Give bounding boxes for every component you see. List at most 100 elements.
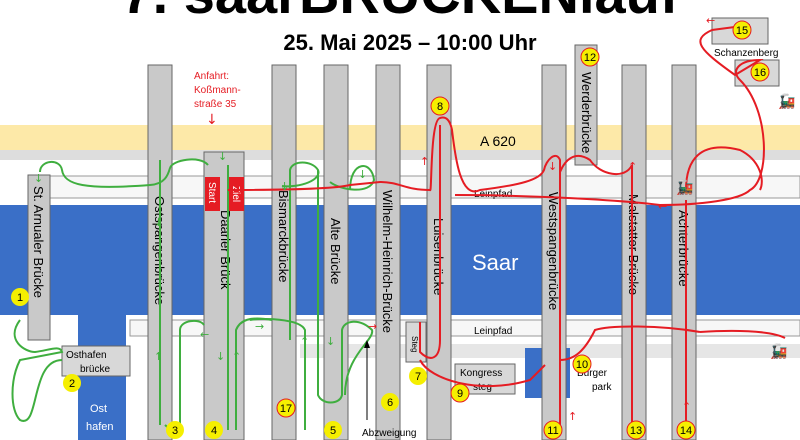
bridge-label: Alte Brücke — [328, 218, 343, 284]
train-icon: 🚂 — [676, 179, 693, 196]
svg-text:7: 7 — [415, 371, 421, 383]
svg-text:5: 5 — [330, 425, 336, 437]
bridge-wilhelm-heinrich — [375, 64, 401, 440]
svg-text:hafen: hafen — [86, 421, 114, 433]
bridge-bismarck — [271, 64, 297, 440]
bridge-label: Achterbrücke — [676, 210, 691, 287]
bridges — [27, 44, 697, 440]
motorway-label: A 620 — [480, 133, 516, 149]
arrow-icon: ↑ — [568, 410, 577, 423]
osthafen-bridge-label: Osthafen — [66, 350, 107, 361]
svg-text:Koßmann-: Koßmann- — [194, 85, 241, 96]
arrow-icon: ↑ — [420, 155, 429, 168]
marker-14: 14 — [676, 420, 696, 440]
marker-7: 7 — [409, 367, 427, 385]
junction-label: Abzweigung — [362, 428, 416, 439]
arrow-icon: ↑ — [682, 400, 691, 413]
start-marker — [205, 177, 220, 211]
page-title: 7. saarBRÜCKENlauf — [0, 0, 800, 22]
marker-8: 8 — [430, 96, 450, 116]
bridge-label: St. Arnualer Brücke — [31, 186, 46, 298]
arrow-icon: ↓ — [206, 112, 218, 128]
bridge-achter — [671, 64, 697, 440]
arrow-icon: → — [368, 320, 377, 333]
svg-text:17: 17 — [280, 403, 292, 415]
steg-label: Steg — [410, 336, 419, 352]
finish-marker — [229, 177, 244, 211]
kongress-steg-label: Kongress — [460, 368, 502, 379]
arrow-icon: ← — [658, 200, 667, 213]
ost-hafen-basin — [78, 315, 126, 440]
checkpoint-markers: 1 2 3 4 5 6 7 8 9 10 11 12 13 14 15 16 1… — [11, 20, 770, 440]
arrow-icon: ↓ — [34, 172, 43, 185]
route-red — [227, 24, 786, 430]
arrow-icon: ← — [200, 328, 209, 341]
svg-text:12: 12 — [584, 52, 596, 64]
bridge-label: Bismarckbrücke — [276, 190, 291, 282]
arrow-icon: ↑ — [154, 350, 163, 363]
train-icon: 🚂 — [770, 343, 787, 360]
marker-11: 11 — [543, 420, 563, 440]
event-date: 25. Mai 2025 – 10:00 Uhr — [283, 30, 537, 55]
arrow-icon: ↓ — [154, 216, 163, 229]
svg-text:16: 16 — [754, 67, 766, 79]
bridge-label: Wilhelm-Heinrich-Brücke — [380, 190, 395, 333]
svg-text:10: 10 — [576, 359, 588, 371]
marker-2: 2 — [63, 374, 81, 392]
arrow-icon: ↑ — [628, 160, 637, 173]
osthafen-bridge — [61, 345, 131, 377]
bridge-st-arnual — [27, 174, 51, 341]
marker-9: 9 — [450, 383, 470, 403]
bridge-label: Werderbrücke — [579, 72, 594, 153]
bridge-malstatter — [621, 64, 647, 440]
svg-text:14: 14 — [680, 425, 692, 437]
svg-text:1: 1 — [17, 292, 23, 304]
marker-1: 1 — [11, 288, 29, 306]
bridge-label: Luisenbrücke — [431, 218, 446, 295]
marker-4: 4 — [205, 421, 223, 439]
bridge-westspangen — [541, 64, 567, 440]
marker-10: 10 — [572, 354, 592, 374]
ost-hafen-label: Ost — [90, 403, 107, 415]
bridge-label: Daarler Brück — [218, 210, 233, 290]
towpath-label: Leinpfad — [474, 326, 512, 337]
svg-text:brücke: brücke — [80, 364, 110, 375]
svg-text:15: 15 — [736, 25, 748, 37]
marker-3: 3 — [166, 421, 184, 439]
svg-text:Ziel: Ziel — [230, 186, 241, 202]
svg-text:steg: steg — [473, 382, 492, 393]
arrow-icon: ↓ — [216, 350, 225, 363]
arrow-icon: ↓ — [548, 160, 557, 173]
arrow-icon: → — [255, 320, 264, 333]
arrow-icon: ↑ — [300, 335, 309, 348]
arrow-icon: ↓ — [326, 335, 335, 348]
svg-text:2: 2 — [69, 378, 75, 390]
marker-17: 17 — [276, 398, 296, 418]
marker-12: 12 — [580, 47, 600, 67]
marker-5: 5 — [324, 421, 342, 439]
svg-text:4: 4 — [211, 425, 217, 437]
svg-text:11: 11 — [547, 425, 558, 437]
bridge-alte — [323, 64, 349, 440]
arrival-label: Anfahrt: — [194, 71, 229, 82]
marker-13: 13 — [626, 420, 646, 440]
train-icon: 🚂 — [778, 93, 795, 110]
svg-text:3: 3 — [172, 425, 178, 437]
svg-text:Start: Start — [206, 182, 217, 203]
schanzenberg-label: Schanzenberg — [714, 48, 779, 59]
arrow-icon: ↓ — [218, 150, 227, 163]
svg-text:13: 13 — [630, 425, 642, 437]
buergerpark-label: Bürger — [577, 368, 608, 379]
marker-6: 6 — [381, 393, 399, 411]
arrow-icon: ← — [706, 14, 715, 27]
route-green — [11, 158, 376, 430]
svg-text:8: 8 — [437, 101, 443, 113]
arrow-icon: ↓ — [358, 168, 367, 181]
bridge-label: Westspangenbrücke — [546, 192, 561, 310]
svg-text:park: park — [592, 382, 612, 393]
river-label: Saar — [472, 250, 518, 275]
arrow-icon: ↓ — [280, 180, 289, 193]
arrow-icon: ↑ — [232, 350, 241, 363]
svg-text:straße 35: straße 35 — [194, 99, 237, 110]
